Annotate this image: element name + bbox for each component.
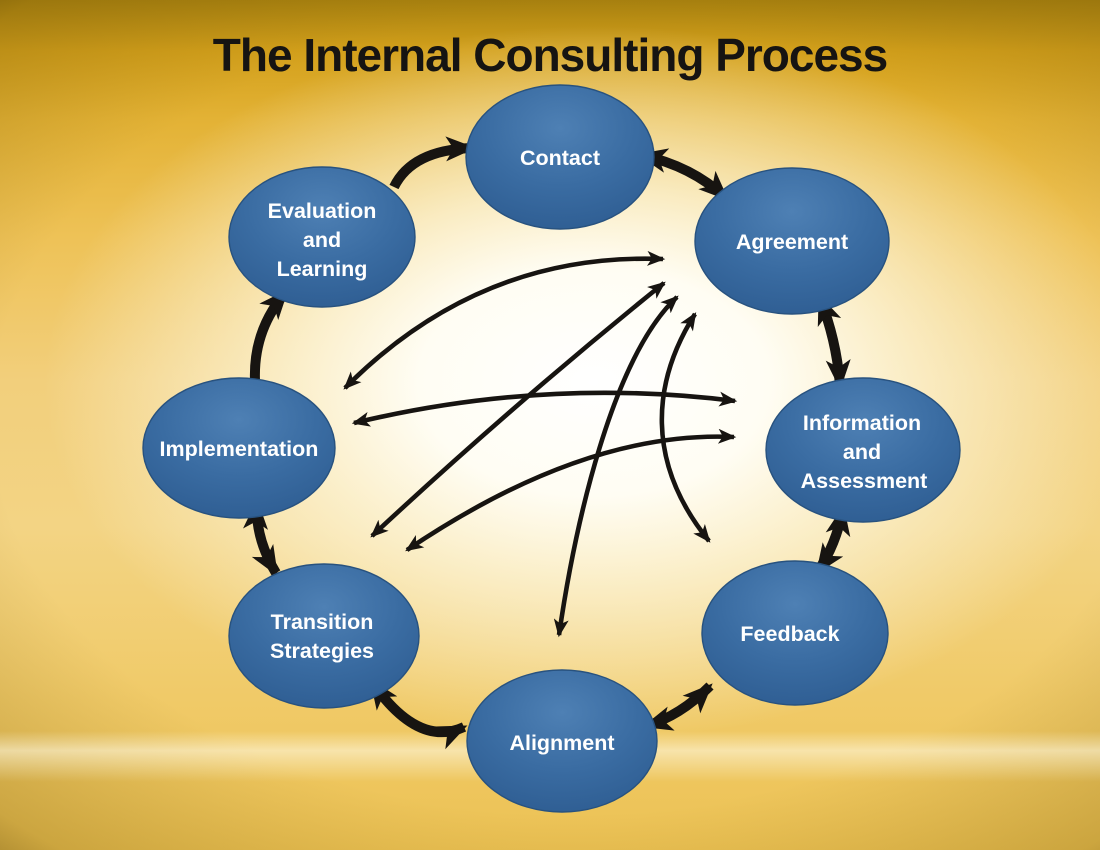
node-implementation-label: Implementation bbox=[160, 437, 319, 461]
node-implementation bbox=[142, 377, 336, 519]
node-transition-strategies bbox=[228, 563, 420, 709]
node-labels: Contact Agreement Information and Assess… bbox=[160, 146, 928, 755]
node-transition-strategies-label: Strategies bbox=[270, 639, 374, 663]
node-evaluation-learning-label: and bbox=[303, 228, 341, 252]
cross-link-transition-information bbox=[405, 428, 737, 552]
node-feedback-label: Feedback bbox=[740, 622, 839, 646]
node-contact-label: Contact bbox=[520, 146, 600, 170]
cross-links bbox=[343, 250, 738, 638]
node-alignment bbox=[466, 669, 658, 813]
diagram-title: The Internal Consulting Process bbox=[212, 29, 888, 81]
node-information-assessment-label: and bbox=[843, 440, 881, 464]
node-information-assessment bbox=[765, 377, 961, 523]
node-transition-strategies-label: Transition bbox=[271, 610, 374, 634]
node-evaluation-learning bbox=[228, 166, 416, 308]
cross-link-alignment-agreement bbox=[553, 295, 679, 638]
node-evaluation-learning-label: Learning bbox=[277, 257, 368, 281]
link-feedback-alignment bbox=[642, 682, 714, 731]
node-information-assessment-label: Assessment bbox=[801, 469, 928, 493]
node-agreement-label: Agreement bbox=[736, 230, 848, 254]
link-agreement-information bbox=[815, 294, 851, 390]
cross-link-feedback-agreement bbox=[659, 312, 711, 543]
cross-link-implementation-information bbox=[351, 390, 738, 427]
link-implementation-evaluation bbox=[249, 288, 290, 382]
node-agreement bbox=[694, 167, 890, 315]
node-feedback bbox=[701, 560, 889, 706]
nodes bbox=[142, 84, 961, 813]
node-evaluation-learning-label: Evaluation bbox=[268, 199, 377, 223]
link-alignment-transition bbox=[367, 678, 468, 750]
node-contact bbox=[465, 84, 655, 230]
link-evaluation-contact bbox=[389, 136, 476, 190]
node-alignment-label: Alignment bbox=[509, 731, 614, 755]
node-information-assessment-label: Information bbox=[803, 411, 921, 435]
